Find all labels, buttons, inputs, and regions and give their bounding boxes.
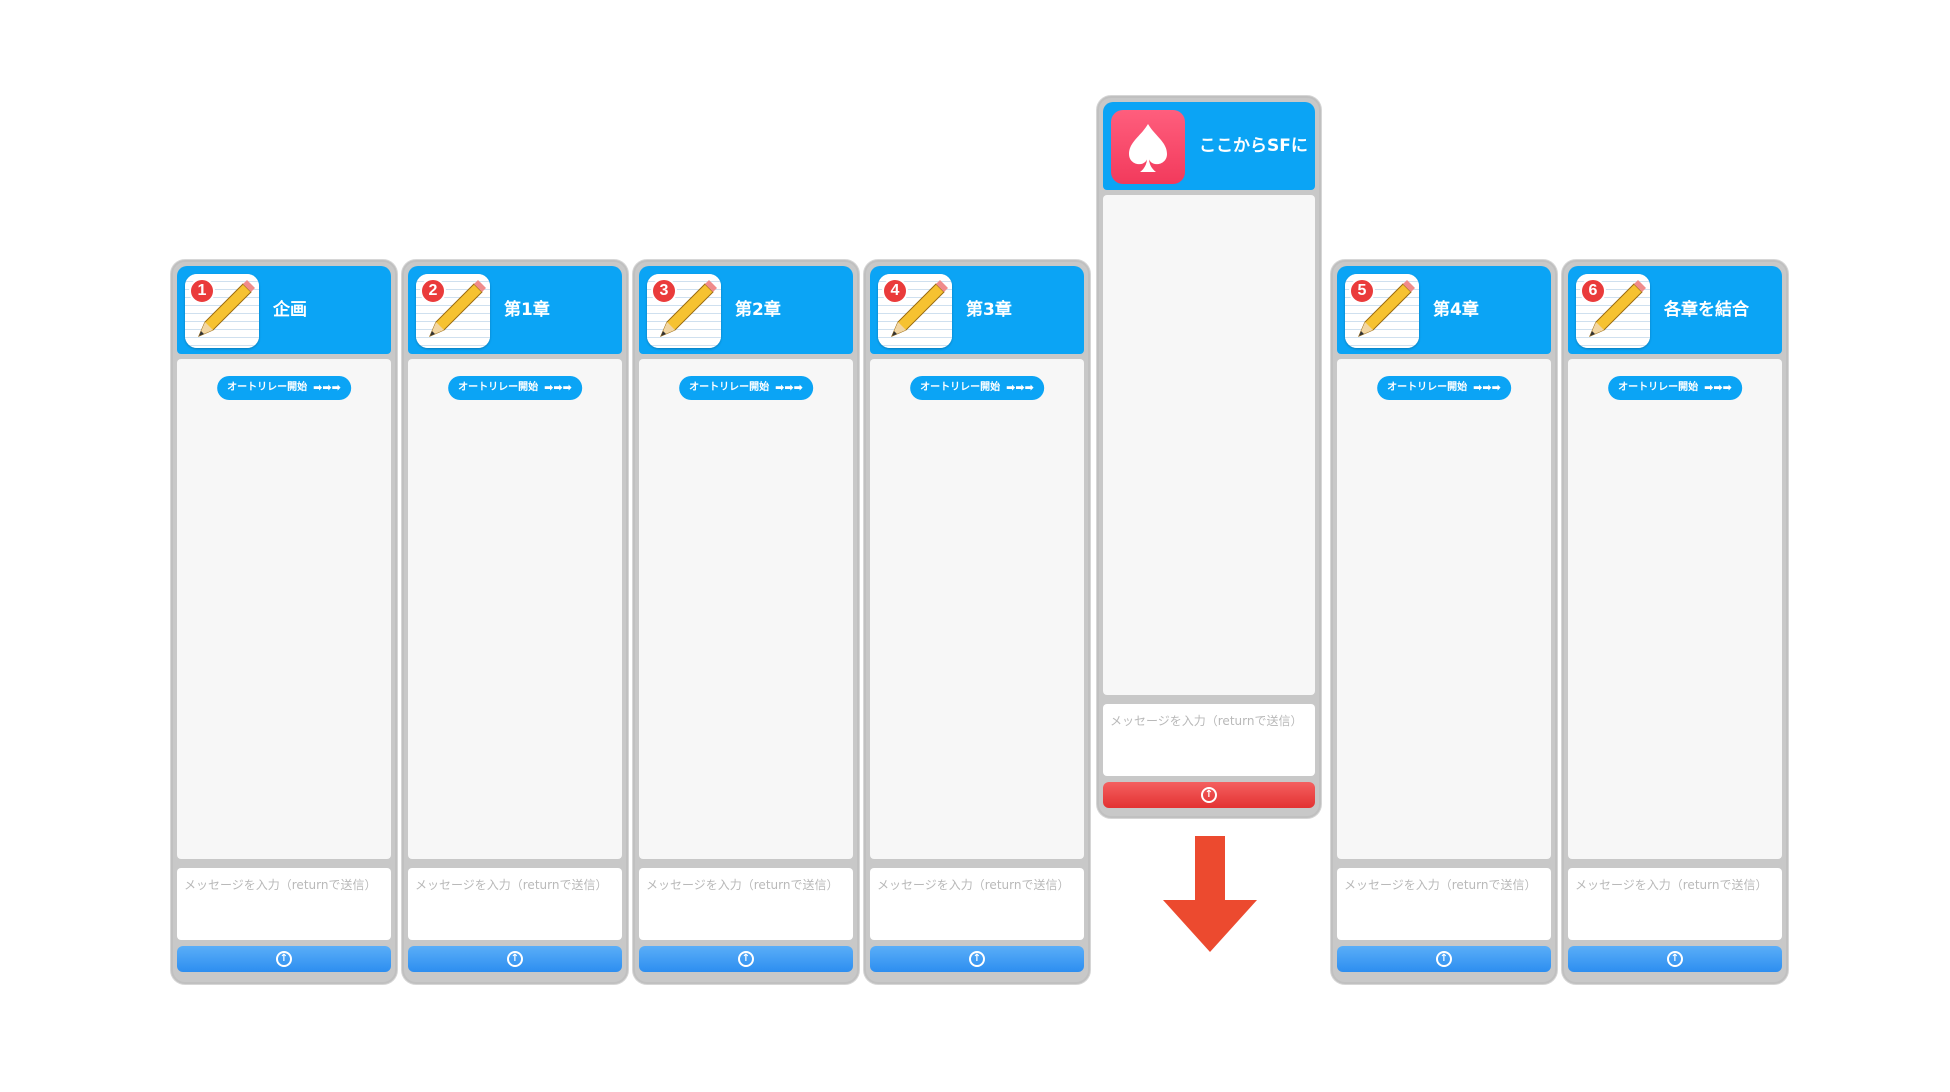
auto-relay-start-button[interactable]: オートリレー開始 ➡➡➡ [1608,376,1742,400]
column-header: 1 企画 [177,266,391,354]
sf-chat-column: ここからSFに メッセージを入力（returnで送信） ↑ [1097,96,1321,818]
send-button[interactable]: ↑ [1568,946,1782,972]
step-number-badge: 1 [189,278,215,304]
message-input[interactable]: メッセージを入力（returnで送信） [408,868,622,940]
column-title: 第4章 [1433,300,1479,320]
pencil-notepad-icon: 2 [416,274,490,348]
message-area[interactable]: オートリレー開始 ➡➡➡ [1568,359,1782,859]
auto-relay-start-button[interactable]: オートリレー開始 ➡➡➡ [910,376,1044,400]
auto-relay-label: オートリレー開始 [1387,382,1468,393]
column-header: 3 第2章 [639,266,853,354]
right-arrows-icon: ➡➡➡ [1704,381,1732,394]
column-title: 第2章 [735,300,781,320]
right-arrows-icon: ➡➡➡ [544,381,572,394]
spade-icon [1111,110,1185,184]
message-input[interactable]: メッセージを入力（returnで送信） [639,868,853,940]
auto-relay-label: オートリレー開始 [458,382,539,393]
step-number-badge: 4 [882,278,908,304]
chat-column-2: 2 第1章 オートリレー開始 ➡➡➡ メッセージを入力（returnで送信） ↑ [402,260,628,984]
column-title: 第3章 [966,300,1012,320]
chat-column-4: 4 第3章 オートリレー開始 ➡➡➡ メッセージを入力（returnで送信） ↑ [864,260,1090,984]
pencil-notepad-icon: 4 [878,274,952,348]
arrow-up-circle-icon: ↑ [738,951,754,967]
chat-column-6: 6 各章を結合 オートリレー開始 ➡➡➡ メッセージを入力（returnで送信）… [1562,260,1788,984]
right-arrows-icon: ➡➡➡ [775,381,803,394]
message-input[interactable]: メッセージを入力（returnで送信） [1103,704,1315,776]
chat-column-3: 3 第2章 オートリレー開始 ➡➡➡ メッセージを入力（returnで送信） ↑ [633,260,859,984]
message-area[interactable]: オートリレー開始 ➡➡➡ [177,359,391,859]
send-button[interactable]: ↑ [1103,782,1315,808]
message-input[interactable]: メッセージを入力（returnで送信） [177,868,391,940]
pencil-notepad-icon: 1 [185,274,259,348]
arrow-up-circle-icon: ↑ [969,951,985,967]
column-header: ここからSFに [1103,102,1315,190]
send-button[interactable]: ↑ [177,946,391,972]
step-number-badge: 2 [420,278,446,304]
send-button[interactable]: ↑ [1337,946,1551,972]
auto-relay-label: オートリレー開始 [227,382,308,393]
pencil-notepad-icon: 3 [647,274,721,348]
message-input[interactable]: メッセージを入力（returnで送信） [870,868,1084,940]
auto-relay-label: オートリレー開始 [920,382,1001,393]
column-title: 第1章 [504,300,550,320]
arrow-up-circle-icon: ↑ [507,951,523,967]
auto-relay-start-button[interactable]: オートリレー開始 ➡➡➡ [217,376,351,400]
arrow-up-circle-icon: ↑ [1201,787,1217,803]
step-number-badge: 5 [1349,278,1375,304]
message-area[interactable]: オートリレー開始 ➡➡➡ [1337,359,1551,859]
auto-relay-start-button[interactable]: オートリレー開始 ➡➡➡ [448,376,582,400]
send-button[interactable]: ↑ [408,946,622,972]
right-arrows-icon: ➡➡➡ [313,381,341,394]
message-input[interactable]: メッセージを入力（returnで送信） [1568,868,1782,940]
auto-relay-start-button[interactable]: オートリレー開始 ➡➡➡ [1377,376,1511,400]
column-header: 5 第4章 [1337,266,1551,354]
column-title: 企画 [273,300,307,320]
column-title: ここからSFに [1199,136,1308,156]
step-number-badge: 3 [651,278,677,304]
message-input[interactable]: メッセージを入力（returnで送信） [1337,868,1551,940]
auto-relay-start-button[interactable]: オートリレー開始 ➡➡➡ [679,376,813,400]
send-button[interactable]: ↑ [639,946,853,972]
message-area[interactable]: オートリレー開始 ➡➡➡ [870,359,1084,859]
pencil-notepad-icon: 5 [1345,274,1419,348]
right-arrows-icon: ➡➡➡ [1006,381,1034,394]
right-arrows-icon: ➡➡➡ [1473,381,1501,394]
down-arrow-icon [1163,836,1257,956]
auto-relay-label: オートリレー開始 [1618,382,1699,393]
chat-column-1: 1 企画 オートリレー開始 ➡➡➡ メッセージを入力（returnで送信） ↑ [171,260,397,984]
column-title: 各章を結合 [1664,300,1749,320]
column-header: 4 第3章 [870,266,1084,354]
column-header: 6 各章を結合 [1568,266,1782,354]
step-number-badge: 6 [1580,278,1606,304]
message-area[interactable]: オートリレー開始 ➡➡➡ [639,359,853,859]
arrow-up-circle-icon: ↑ [1667,951,1683,967]
send-button[interactable]: ↑ [870,946,1084,972]
arrow-up-circle-icon: ↑ [276,951,292,967]
message-area[interactable]: オートリレー開始 ➡➡➡ [408,359,622,859]
pencil-notepad-icon: 6 [1576,274,1650,348]
auto-relay-label: オートリレー開始 [689,382,770,393]
message-area[interactable] [1103,195,1315,695]
column-header: 2 第1章 [408,266,622,354]
chat-column-5: 5 第4章 オートリレー開始 ➡➡➡ メッセージを入力（returnで送信） ↑ [1331,260,1557,984]
arrow-up-circle-icon: ↑ [1436,951,1452,967]
